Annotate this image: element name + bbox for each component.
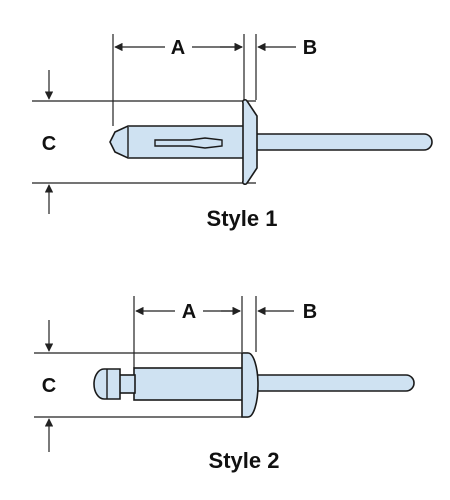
style-2-group: A B C bbox=[34, 296, 415, 473]
style-1-dimension-c: C bbox=[32, 70, 256, 214]
style-2-body bbox=[133, 367, 245, 401]
style-1-slot bbox=[154, 137, 223, 149]
style-1-group: A B C Style 1 bbox=[32, 34, 433, 231]
style-2-head bbox=[241, 352, 259, 418]
style-1-label-b: B bbox=[303, 37, 317, 59]
style-2-rivet bbox=[93, 352, 415, 418]
style-2-label-b: B bbox=[303, 301, 317, 323]
style-2-neck bbox=[118, 374, 136, 394]
style-1-label-a: A bbox=[171, 37, 185, 59]
style-1-label-c: C bbox=[42, 133, 56, 155]
style-2-caption: Style 2 bbox=[209, 448, 280, 473]
style-1-mandrel bbox=[255, 133, 433, 151]
style-1-head bbox=[241, 98, 258, 186]
style-1-caption: Style 1 bbox=[207, 206, 278, 231]
style-1-dimension-b: B bbox=[220, 34, 317, 100]
style-2-dimension-c: C bbox=[34, 320, 248, 452]
style-2-dimension-a: A bbox=[133, 296, 243, 368]
style-2-label-a: A bbox=[182, 301, 196, 323]
style-1-dimension-a: A bbox=[112, 34, 245, 126]
style-2-label-c: C bbox=[42, 375, 56, 397]
style-2-mandrel bbox=[253, 374, 415, 392]
style-2-dimension-b: B bbox=[221, 296, 317, 352]
style-1-rivet bbox=[109, 98, 433, 186]
style-1-body bbox=[109, 125, 247, 159]
